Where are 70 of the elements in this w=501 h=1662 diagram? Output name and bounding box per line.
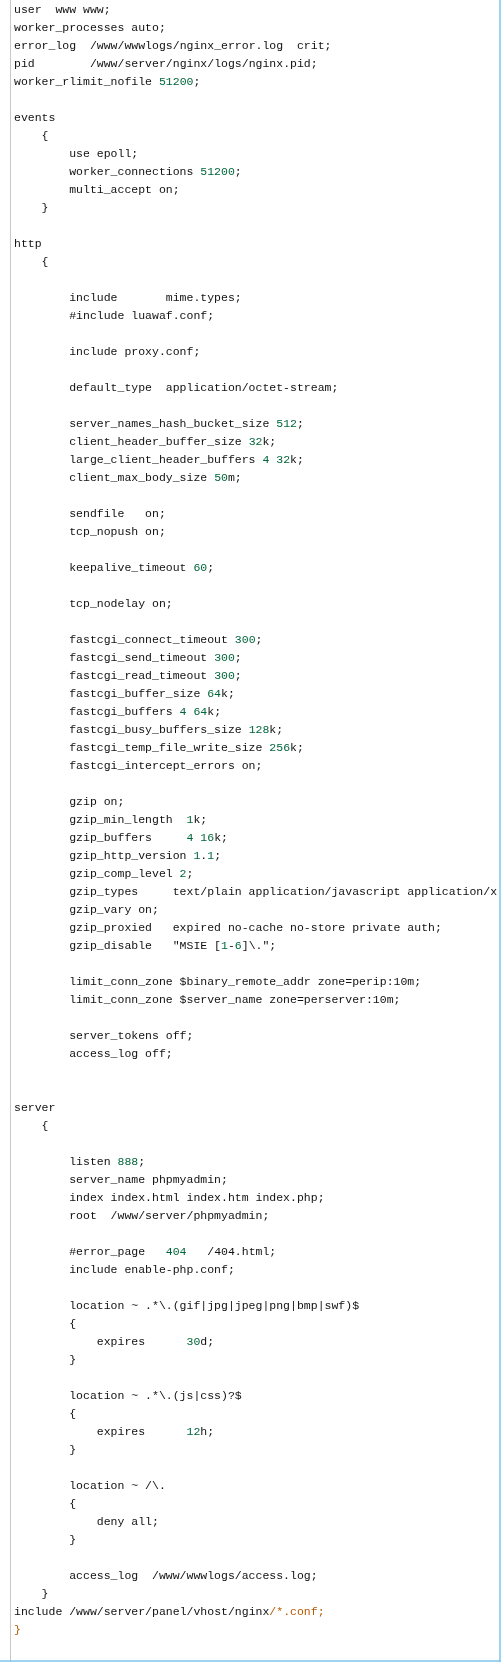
code-line: fastcgi_intercept_errors on; <box>69 758 263 774</box>
code-line: server_names_hash_bucket_size 512; <box>69 416 304 432</box>
code-line: fastcgi_busy_buffers_size 128k; <box>69 722 284 738</box>
code-line: gzip_vary on; <box>69 902 159 918</box>
code-line: { <box>69 1316 77 1332</box>
code-line: access_log /www/wwwlogs/access.log; <box>69 1568 318 1584</box>
code-line: gzip_min_length 1k; <box>69 812 208 828</box>
code-line: limit_conn_zone $binary_remote_addr zone=perip:10m; <box>69 974 422 990</box>
code-line: include proxy.conf; <box>69 344 201 360</box>
code-line: tcp_nodelay on; <box>69 596 173 612</box>
code-line: listen 888; <box>69 1154 146 1170</box>
code-line: client_header_buffer_size 32k; <box>69 434 277 450</box>
code-line: worker_connections 51200; <box>69 164 242 180</box>
code-line: worker_processes auto; <box>14 20 166 36</box>
code-line: { <box>41 1118 49 1134</box>
code-line: { <box>69 1496 77 1512</box>
code-line: { <box>41 128 49 144</box>
code-line: { <box>41 254 49 270</box>
code-line: fastcgi_buffers 4 64k; <box>69 704 222 720</box>
code-line: include mime.types; <box>69 290 242 306</box>
code-line: } <box>41 200 49 216</box>
code-line: } <box>69 1352 77 1368</box>
code-line: gzip_comp_level 2; <box>69 866 194 882</box>
code-line: root /www/server/phpmyadmin; <box>69 1208 270 1224</box>
code-line: large_client_header_buffers 4 32k; <box>69 452 304 468</box>
code-line: gzip_disable "MSIE [1-6]\."; <box>69 938 277 954</box>
code-line: } <box>69 1442 77 1458</box>
code-line: #error_page 404 /404.html; <box>69 1244 277 1260</box>
code-line: include enable-php.conf; <box>69 1262 235 1278</box>
code-line: location ~ /\. <box>69 1478 166 1494</box>
code-line: server_name phpmyadmin; <box>69 1172 228 1188</box>
code-line: gzip_buffers 4 16k; <box>69 830 228 846</box>
code-line: } <box>41 1586 49 1602</box>
code-line: gzip_http_version 1.1; <box>69 848 222 864</box>
code-line: multi_accept on; <box>69 182 180 198</box>
code-line: fastcgi_read_timeout 300; <box>69 668 242 684</box>
code-line: fastcgi_temp_file_write_size 256k; <box>69 740 304 756</box>
code-line: expires 12h; <box>96 1424 215 1440</box>
code-line: tcp_nopush on; <box>69 524 166 540</box>
code-line: server_tokens off; <box>69 1028 194 1044</box>
code-line: pid /www/server/nginx/logs/nginx.pid; <box>14 56 318 72</box>
code-line: fastcgi_buffer_size 64k; <box>69 686 235 702</box>
code-line: default_type application/octet-stream; <box>69 380 339 396</box>
code-line: events <box>14 110 56 126</box>
code-line: gzip_proxied expired no-cache no-store private auth; <box>69 920 442 936</box>
code-line: location ~ .*\.(js|css)?$ <box>69 1388 242 1404</box>
code-line: #include luawaf.conf; <box>69 308 215 324</box>
code-line: http <box>14 236 42 252</box>
code-line: server <box>14 1100 56 1116</box>
code-line: } <box>14 1622 21 1638</box>
code-line: worker_rlimit_nofile 51200; <box>14 74 201 90</box>
code-line: fastcgi_connect_timeout 300; <box>69 632 263 648</box>
code-line: index index.html index.htm index.php; <box>69 1190 325 1206</box>
code-line: limit_conn_zone $server_name zone=perserver:10m; <box>69 992 401 1008</box>
code-line: sendfile on; <box>69 506 166 522</box>
code-line: client_max_body_size 50m; <box>69 470 242 486</box>
code-line: location ~ .*\.(gif|jpg|jpeg|png|bmp|swf)$ <box>69 1298 360 1314</box>
code-line: gzip_types text/plain application/javascript application/x <box>69 884 498 900</box>
code-line: fastcgi_send_timeout 300; <box>69 650 242 666</box>
code-line: deny all; <box>96 1514 159 1530</box>
code-line: access_log off; <box>69 1046 173 1062</box>
code-line: { <box>69 1406 77 1422</box>
code-line: gzip on; <box>69 794 125 810</box>
code-line: expires 30d; <box>96 1334 215 1350</box>
code-line: error_log /www/wwwlogs/nginx_error.log crit; <box>14 38 332 54</box>
code-line: include /www/server/panel/vhost/nginx/*.conf; <box>14 1604 325 1620</box>
code-line: } <box>69 1532 77 1548</box>
code-line: user www www; <box>14 2 111 18</box>
code-line: keepalive_timeout 60; <box>69 560 215 576</box>
code-line: use epoll; <box>69 146 139 162</box>
